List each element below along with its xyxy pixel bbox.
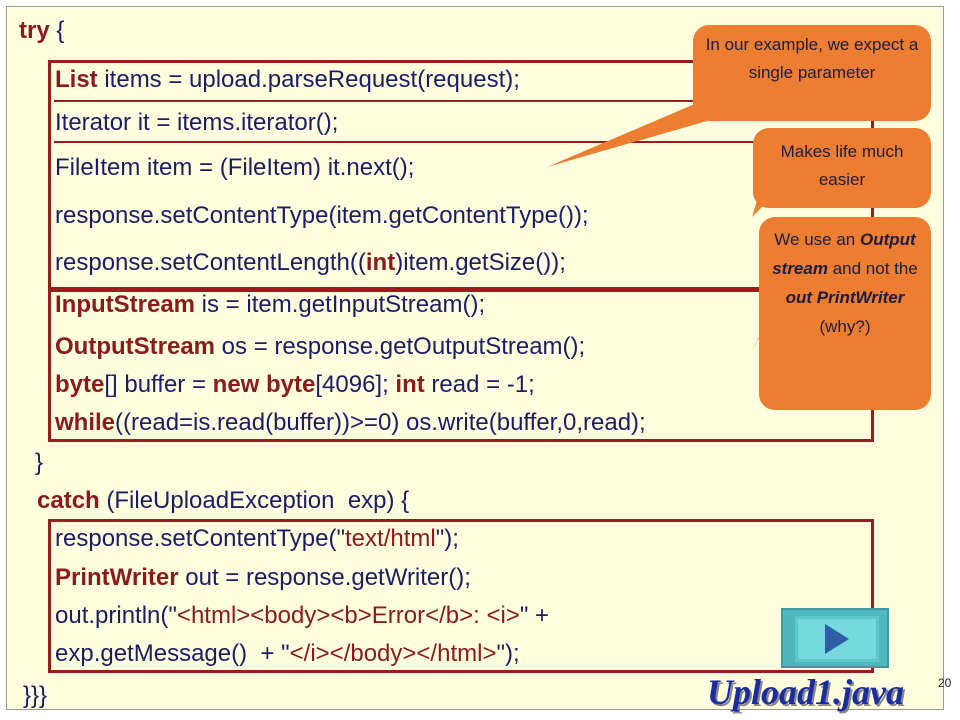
- code-line: while((read=is.read(buffer))>=0) os.writ…: [55, 409, 646, 436]
- code-line: FileItem item = (FileItem) it.next();: [55, 154, 415, 181]
- code-line: try {: [19, 17, 65, 44]
- play-next-icon: [825, 624, 849, 654]
- box-divider: [54, 141, 874, 143]
- callout-single-parameter: In our example, we expect a single param…: [693, 25, 931, 121]
- code-line: out.println("<html><body><b>Error</b>: <…: [55, 602, 550, 629]
- code-line: }}}: [23, 682, 48, 709]
- next-button-face: [795, 616, 879, 662]
- code-line: }: [35, 449, 44, 476]
- code-line: response.setContentLength((int)item.getS…: [55, 249, 566, 276]
- file-name-label: Upload1.java: [707, 672, 904, 712]
- code-line: exp.getMessage() + "</i></body></html>")…: [55, 640, 520, 667]
- box-divider: [54, 100, 874, 102]
- code-line: response.setContentType(item.getContentT…: [55, 202, 589, 229]
- code-line: byte[] buffer = new byte[4096]; int read…: [55, 371, 535, 398]
- callout-pointer: [547, 103, 721, 167]
- callout-output-stream: We use an Output stream and not the out …: [759, 217, 931, 410]
- code-line: List items = upload.parseRequest(request…: [55, 66, 520, 93]
- slide: try { List items = upload.parseRequest(r…: [6, 6, 944, 712]
- next-slide-button[interactable]: [781, 608, 889, 668]
- code-line: OutputStream os = response.getOutputStre…: [55, 333, 586, 360]
- code-line: PrintWriter out = response.getWriter();: [55, 564, 471, 591]
- code-line: catch (FileUploadException exp) {: [37, 487, 410, 514]
- code-line: response.setContentType("text/html");: [55, 525, 459, 552]
- page-number: 20: [938, 676, 952, 690]
- code-line: InputStream is = item.getInputStream();: [55, 291, 486, 318]
- code-box-catch: [48, 519, 874, 673]
- callout-makes-life-easier: Makes life much easier: [753, 128, 931, 208]
- code-line: Iterator it = items.iterator();: [55, 109, 339, 136]
